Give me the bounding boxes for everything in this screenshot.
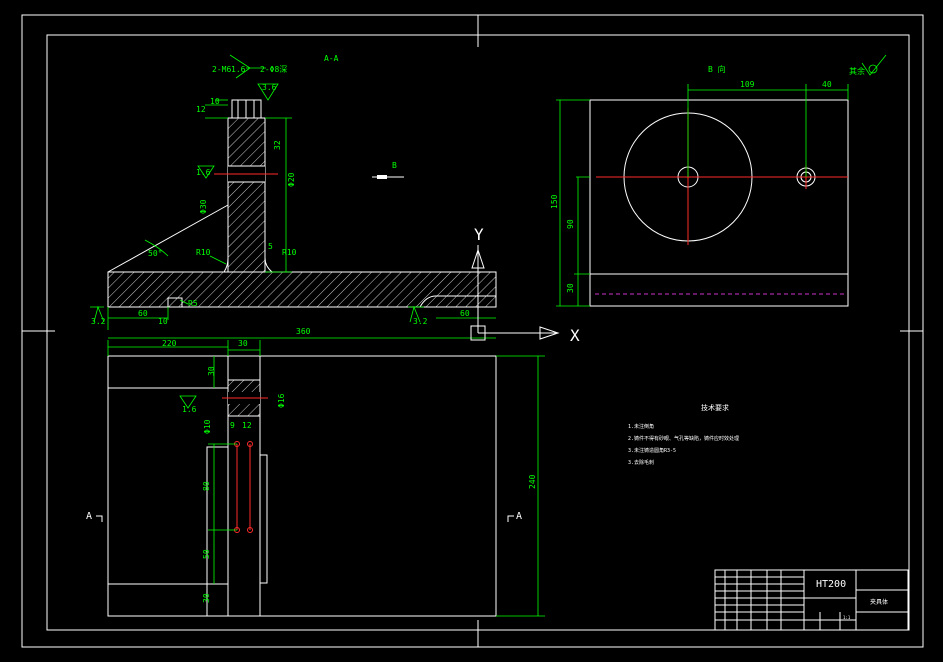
svg-text:10: 10 (158, 317, 168, 326)
title-block: HT200 夹具体 1:1 (714, 569, 909, 631)
svg-text:50: 50 (202, 549, 211, 559)
svg-text:90: 90 (566, 219, 575, 229)
svg-text:Φ30: Φ30 (199, 199, 208, 214)
svg-text:40: 40 (822, 80, 832, 89)
view-b-arrow: B (372, 161, 404, 179)
svg-text:R10: R10 (282, 248, 297, 257)
svg-text:R10: R10 (196, 248, 211, 257)
section-view-a-a (107, 99, 497, 308)
svg-text:60: 60 (138, 309, 148, 318)
svg-text:80: 80 (202, 481, 211, 491)
svg-text:360: 360 (296, 327, 311, 336)
svg-text:1.未注倒角: 1.未注倒角 (628, 423, 654, 430)
svg-text:3.6: 3.6 (262, 83, 277, 92)
svg-text:B: B (392, 161, 397, 170)
svg-text:109: 109 (740, 80, 755, 89)
general-roughness: 其余 (849, 54, 887, 76)
svg-text:10: 10 (210, 97, 220, 106)
svg-text:60: 60 (460, 309, 470, 318)
svg-text:R5: R5 (188, 299, 198, 308)
svg-text:HT200: HT200 (816, 579, 846, 590)
svg-text:30: 30 (207, 366, 216, 376)
svg-text:1.6: 1.6 (231, 65, 246, 74)
svg-text:3.2: 3.2 (413, 317, 428, 326)
svg-text:3.未注铸造圆角R3-5: 3.未注铸造圆角R3-5 (628, 447, 676, 454)
svg-text:A: A (86, 511, 92, 522)
section-marks: A A (86, 511, 522, 522)
svg-text:30: 30 (202, 593, 211, 603)
coordinate-axes: Y X (470, 225, 580, 345)
svg-text:1:1: 1:1 (843, 615, 851, 620)
svg-text:夹具体: 夹具体 (870, 598, 888, 606)
svg-text:2-M6: 2-M6 (212, 65, 231, 74)
view-b-title: B 向 (708, 64, 726, 74)
svg-text:9: 9 (230, 421, 235, 430)
svg-text:1.6: 1.6 (182, 405, 197, 414)
section-a-dimensions: 12 10 32 Φ20 Φ30 2-M6 2-Φ8深 1.6 3.6 1.6 … (90, 54, 496, 339)
svg-text:12: 12 (196, 105, 206, 114)
svg-text:32: 32 (273, 140, 282, 150)
svg-text:其余: 其余 (849, 66, 865, 76)
technical-notes: 技术要求 1.未注倒角 2.铸件不得有砂眼、气孔等缺陷，铸件应时效处理 3.未注… (628, 403, 739, 466)
svg-text:Y: Y (474, 225, 484, 244)
svg-text:技术要求: 技术要求 (701, 403, 729, 412)
svg-text:2.铸件不得有砂眼、气孔等缺陷，铸件应时效处理: 2.铸件不得有砂眼、气孔等缺陷，铸件应时效处理 (628, 435, 739, 442)
drawing-frame (21, 14, 924, 648)
svg-text:2-Φ8深: 2-Φ8深 (260, 65, 287, 74)
svg-text:30: 30 (566, 283, 575, 293)
svg-text:5: 5 (268, 242, 273, 251)
top-view-dimensions: 220 30 30 Φ16 Φ10 9 12 80 50 30 1.6 240 (107, 339, 545, 617)
svg-text:Φ20: Φ20 (287, 172, 296, 187)
svg-text:A: A (516, 511, 522, 522)
section-view-title: A-A (324, 54, 339, 63)
view-b-dimensions: 109 40 150 90 30 (550, 80, 849, 307)
svg-text:12: 12 (242, 421, 252, 430)
svg-text:3.去除毛刺: 3.去除毛刺 (628, 459, 654, 466)
svg-text:X: X (570, 326, 580, 345)
view-b (589, 99, 849, 307)
svg-text:220: 220 (162, 339, 177, 348)
svg-text:3.2: 3.2 (91, 317, 106, 326)
svg-text:30: 30 (238, 339, 248, 348)
svg-text:1.6: 1.6 (196, 168, 211, 177)
svg-text:Φ16: Φ16 (277, 393, 286, 408)
svg-text:150: 150 (550, 194, 559, 209)
svg-text:Φ10: Φ10 (203, 419, 212, 434)
svg-text:240: 240 (528, 474, 537, 489)
top-view (107, 355, 497, 617)
svg-text:50°: 50° (148, 249, 162, 258)
